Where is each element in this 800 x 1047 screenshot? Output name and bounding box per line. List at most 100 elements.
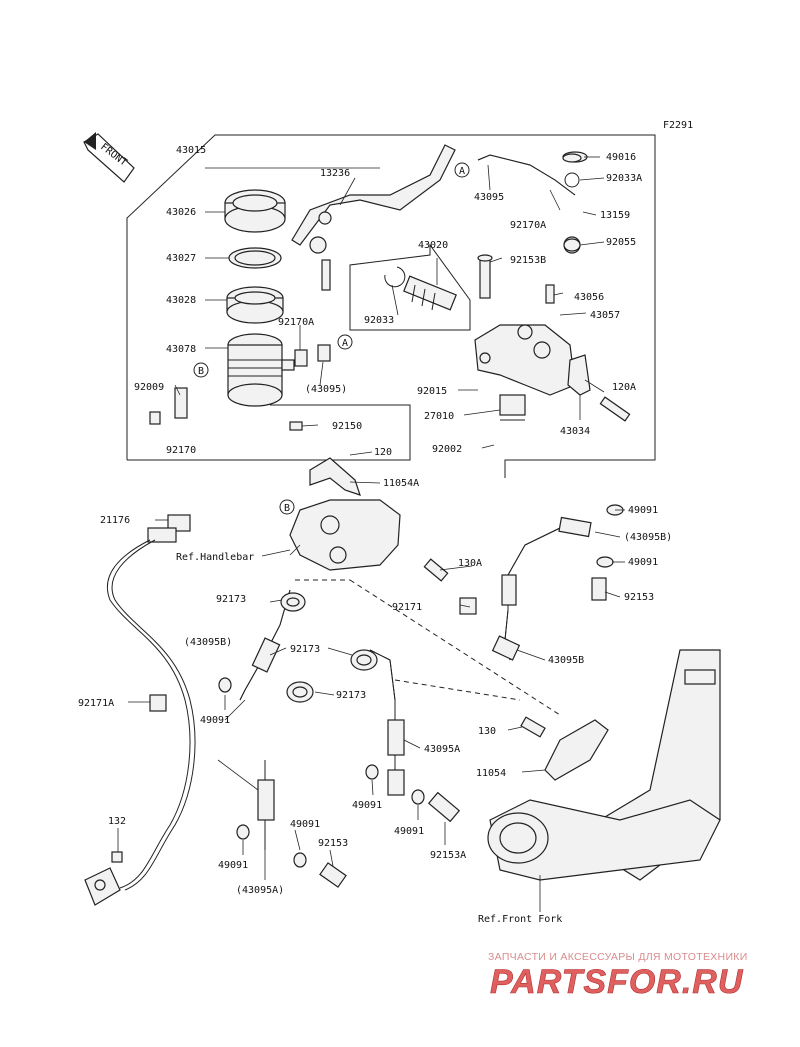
bolt-92153B (477, 254, 493, 299)
part-label-21176: 21176 (100, 515, 130, 526)
svg-text:A: A (342, 338, 348, 349)
brake-hose-lower (257, 760, 275, 850)
bracket-11054 (544, 719, 609, 781)
sensor-wire-inner (111, 539, 196, 891)
union-bolts-92153 (319, 577, 607, 888)
part-label-92033A: 92033A (606, 173, 642, 184)
part-label-92173-b: 92173 (290, 644, 320, 655)
part-label-92002: 92002 (432, 444, 462, 455)
hose-clamp-92170A (294, 344, 331, 367)
part-label-92153-b: 92153 (318, 838, 348, 849)
reservoir-diaphragm (226, 286, 284, 324)
svg-text:B: B (284, 503, 290, 514)
svg-text:B: B (198, 366, 204, 377)
bracket-92170 (174, 387, 188, 419)
subassembly-outline (349, 243, 471, 331)
bleeder-43056 (545, 284, 555, 304)
brake-hose-left (239, 589, 291, 701)
dashed-ref-lines (295, 579, 561, 716)
handlebar-clamp (567, 354, 591, 396)
clip-92171 (459, 597, 477, 615)
callout-b-left: B (193, 362, 209, 378)
part-label-49091-b: 49091 (628, 557, 658, 568)
part-label-43095A: 43095A (424, 744, 460, 755)
bolt-130A (423, 558, 449, 582)
part-label-92173-a: 92173 (216, 594, 246, 605)
part-label-120A: 120A (612, 382, 636, 393)
part-label-43095-paren: (43095) (305, 384, 347, 395)
wire-clip-92171A (149, 694, 167, 712)
washers-49091 (218, 153, 624, 868)
part-label-43027: 43027 (166, 253, 196, 264)
part-label-11054A: 11054A (383, 478, 419, 489)
part-label-49016: 49016 (606, 152, 636, 163)
part-label-43095B-paren2: (43095B) (184, 637, 232, 648)
part-label-92055: 92055 (606, 237, 636, 248)
part-label-92150: 92150 (332, 421, 362, 432)
part-label-92153A: 92153A (430, 850, 466, 861)
leader-lines (117, 156, 625, 880)
sensor-connector (147, 514, 191, 543)
screw-92150 (289, 421, 303, 431)
part-label-130A: 130A (458, 558, 482, 569)
bolt-132 (111, 851, 123, 863)
part-label-43015: 43015 (176, 145, 206, 156)
part-label-13159: 13159 (600, 210, 630, 221)
callout-a-top: A (454, 162, 470, 178)
part-label-43028: 43028 (166, 295, 196, 306)
watermark-logo: PARTSFOR.RU (490, 963, 744, 1001)
part-label-92015: 92015 (417, 386, 447, 397)
part-label-92171A: 92171A (78, 698, 114, 709)
watermark-brand: PARTSFOR.RU (490, 963, 744, 1001)
ref-front-fork-label: Ref.Front Fork (478, 914, 562, 925)
part-label-92033: 92033 (364, 315, 394, 326)
brake-switch (499, 394, 526, 421)
part-label-92153: 92153 (624, 592, 654, 603)
part-label-43034: 43034 (560, 426, 590, 437)
part-label-43095: 43095 (474, 192, 504, 203)
part-label-132: 132 (108, 816, 126, 827)
wheel-sensor (84, 867, 121, 906)
part-label-49091-g: 49091 (218, 860, 248, 871)
part-label-92153B: 92153B (510, 255, 546, 266)
clamp-92173-a (280, 592, 306, 612)
brake-lever (291, 144, 456, 291)
front-fork (487, 649, 721, 881)
clamp-92173-c (286, 681, 314, 703)
bracket-11054A (309, 457, 361, 496)
part-label-43057: 43057 (590, 310, 620, 321)
part-label-43095B: 43095B (548, 655, 584, 666)
callout-a-left: A (337, 334, 353, 350)
part-label-43095B-paren: (43095B) (624, 532, 672, 543)
part-label-43026: 43026 (166, 207, 196, 218)
part-label-92171: 92171 (392, 602, 422, 613)
screw-92009 (149, 411, 161, 425)
part-label-49091-f: 49091 (290, 819, 320, 830)
part-label-92170: 92170 (166, 445, 196, 456)
part-label-43056: 43056 (574, 292, 604, 303)
reservoir-cap (224, 189, 286, 233)
master-cylinder-body (474, 324, 576, 396)
part-label-13236: 13236 (320, 168, 350, 179)
ref-handlebar-leader (261, 549, 291, 557)
part-label-43020: 43020 (418, 240, 448, 251)
bolt-120A (599, 396, 631, 422)
handlebar-housing (289, 499, 401, 571)
brake-hose-43095B (491, 516, 592, 661)
brake-hose-43095A (369, 649, 405, 796)
part-label-120: 120 (374, 447, 392, 458)
assembly-outline (126, 134, 656, 478)
reservoir-diaphragm-plate (228, 247, 282, 269)
callout-b-mid: B (279, 499, 295, 515)
part-label-130: 130 (478, 726, 496, 737)
part-label-49091-a: 49091 (628, 505, 658, 516)
part-label-43095A-paren: (43095A) (236, 885, 284, 896)
svg-text:A: A (459, 166, 465, 177)
piston-kit (384, 266, 457, 311)
ref-handlebar-label: Ref.Handlebar (176, 552, 254, 563)
watermark-tagline: ЗАПЧАСТИ И АКСЕССУАРЫ ДЛЯ МОТОТЕХНИКИ (488, 951, 748, 963)
part-label-49091-e: 49091 (394, 826, 424, 837)
sensor-wire (106, 539, 191, 889)
bolt-130 (520, 716, 546, 738)
diagram-code: F2291 (663, 120, 693, 131)
